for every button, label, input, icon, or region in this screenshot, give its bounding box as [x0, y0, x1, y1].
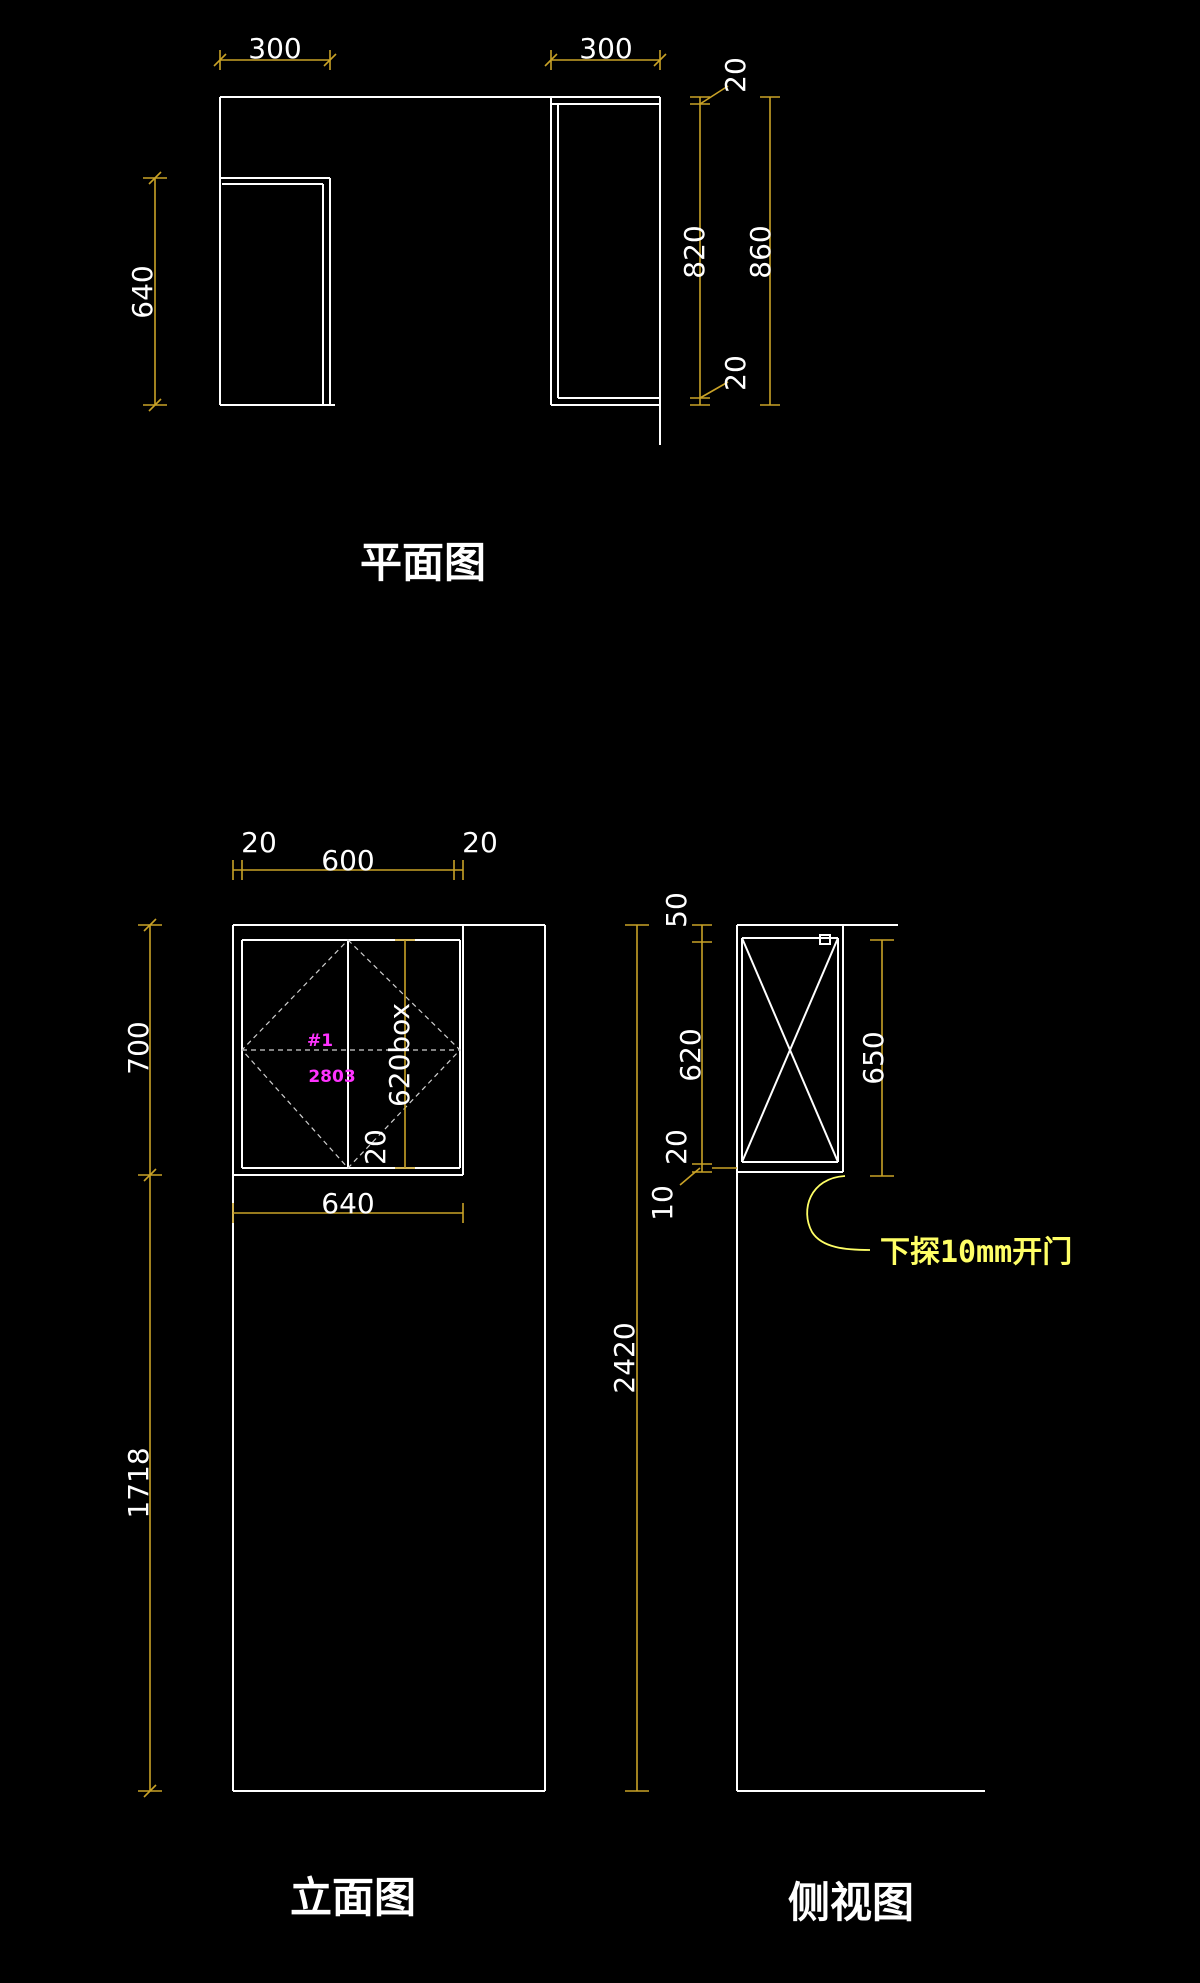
plan-dim-bottom-thick: 20: [719, 355, 752, 391]
plan-view: 300 300 640 20 820 20 860 平面图: [126, 32, 780, 587]
plan-dim-overall-height: 860: [744, 225, 777, 278]
side-dim-bottom-board: 20: [660, 1129, 693, 1165]
elevation-dim-door-bottom: 20: [359, 1129, 392, 1165]
side-view: 650 50 620 20 10 2420 下探10mm开门 侧视图: [608, 892, 1072, 1927]
plan-view-title: 平面图: [360, 538, 486, 587]
plan-dim-left-width: 300: [248, 32, 301, 65]
elevation-dim-inner-width: 600: [321, 844, 374, 877]
side-dim-inner: 620: [674, 1028, 707, 1081]
side-dim-total-height: 2420: [608, 1322, 641, 1393]
elevation-dim-upper-height: 700: [122, 1021, 155, 1074]
elevation-tag-code: #1: [307, 1031, 333, 1051]
plan-dim-inner-height: 820: [678, 225, 711, 278]
side-dim-offset: 10: [646, 1185, 679, 1221]
elevation-view: #1 2803 20 600 20 620box 20 640 700 1718…: [122, 826, 546, 1922]
elevation-dim-door-height: 620box: [383, 1003, 416, 1107]
side-view-title: 侧视图: [788, 1878, 914, 1927]
elevation-view-title: 立面图: [290, 1873, 416, 1922]
elevation-dim-right-side: 20: [462, 826, 498, 859]
elevation-dim-lower-height: 1718: [122, 1447, 155, 1518]
elevation-dim-left-side: 20: [241, 826, 277, 859]
side-dim-door-height: 650: [857, 1031, 890, 1084]
elevation-dim-lower-width: 640: [321, 1187, 374, 1220]
plan-dim-right-width: 300: [579, 32, 632, 65]
plan-dim-top-thick: 20: [719, 57, 752, 93]
elevation-tag-number: 2803: [308, 1067, 355, 1087]
side-dim-top: 50: [660, 892, 693, 928]
plan-dim-depth: 640: [126, 265, 159, 318]
side-view-note: 下探10mm开门: [880, 1235, 1072, 1270]
